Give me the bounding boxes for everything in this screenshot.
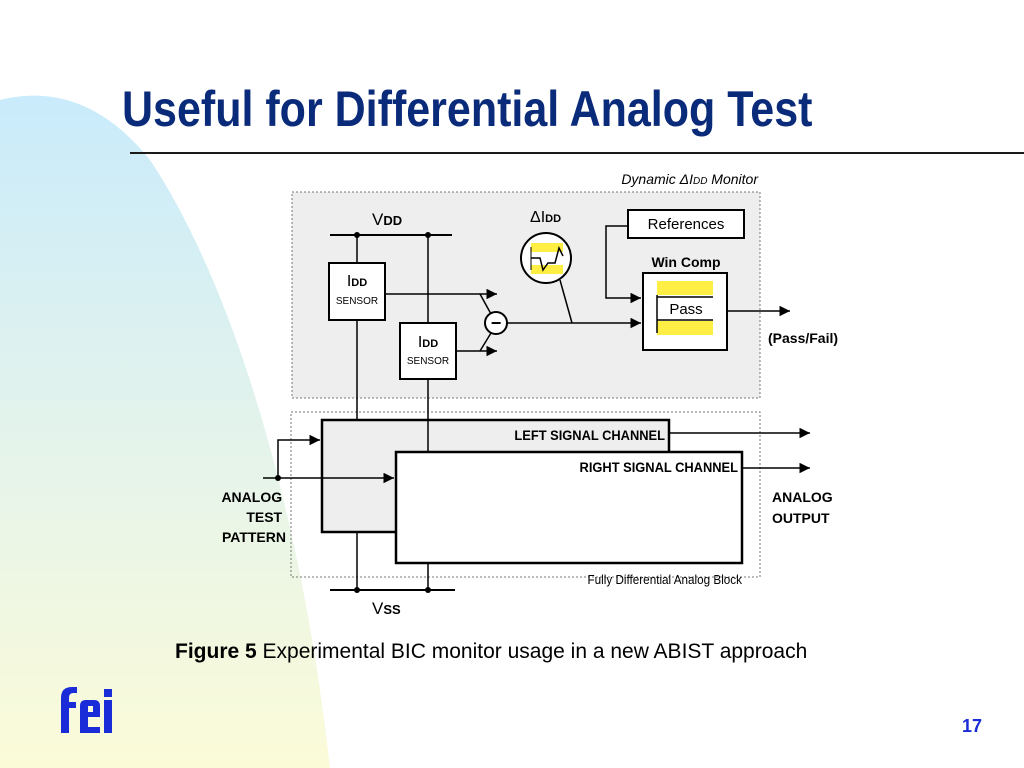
- sensor-1-to-minus: [479, 293, 492, 315]
- pass-fail-label: (Pass/Fail): [768, 330, 838, 346]
- idd-sensor-1-title: IDD: [347, 273, 367, 290]
- idd-sensor-1: [328, 262, 386, 321]
- scope-probe: [559, 279, 573, 324]
- idd-sensor-2: [399, 322, 457, 380]
- idd-sensor-1-label: SENSOR: [336, 296, 378, 307]
- page-number: 17: [962, 716, 983, 736]
- delta-idd-label: ΔIDD: [530, 209, 561, 226]
- win-comp-label: Win Comp: [651, 254, 720, 270]
- monitor-label: Dynamic ΔIDD Monitor: [621, 171, 759, 187]
- fei-logo: fei: [61, 687, 112, 733]
- figure-caption-text: Experimental BIC monitor usage in a new …: [256, 640, 808, 663]
- slide-title: Useful for Differential Analog Test: [122, 81, 813, 137]
- left-signal-channel-label: LEFT SIGNAL CHANNEL: [514, 428, 665, 444]
- win-comp-band-bottom: [657, 321, 713, 335]
- scope-waveform: [531, 245, 564, 272]
- pass-label: Pass: [669, 301, 702, 318]
- subtractor-sign: −: [491, 313, 502, 333]
- references-wire: [605, 225, 641, 304]
- analog-output-label: ANALOG OUTPUT: [772, 489, 837, 526]
- scope-band-bottom: [531, 265, 563, 274]
- vdd-label: VDD: [372, 210, 402, 229]
- figure-caption: Figure 5 Experimental BIC monitor usage …: [175, 640, 807, 664]
- analog-test-pattern-label: ANALOG TEST PATTERN: [221, 489, 286, 545]
- sensor-2-to-minus: [479, 332, 492, 352]
- vss-label: VSS: [372, 599, 401, 618]
- references-label: References: [648, 216, 725, 233]
- title-divider: [130, 152, 1024, 154]
- right-signal-channel-label: RIGHT SIGNAL CHANNEL: [580, 460, 738, 476]
- win-comp-band-top: [657, 281, 713, 295]
- right-signal-channel-box: [394, 450, 744, 565]
- delta-idd-scope: [520, 232, 572, 284]
- analog-block-frame: [290, 411, 761, 578]
- analog-input-branch: [277, 434, 320, 478]
- references-box: [627, 209, 745, 239]
- analog-block-label: Fully Differential Analog Block: [588, 572, 743, 587]
- idd-sensor-2-title: IDD: [418, 334, 438, 351]
- scope-band-top: [531, 243, 563, 252]
- idd-sensor-2-label: SENSOR: [407, 356, 449, 367]
- figure-number: Figure 5: [175, 640, 257, 663]
